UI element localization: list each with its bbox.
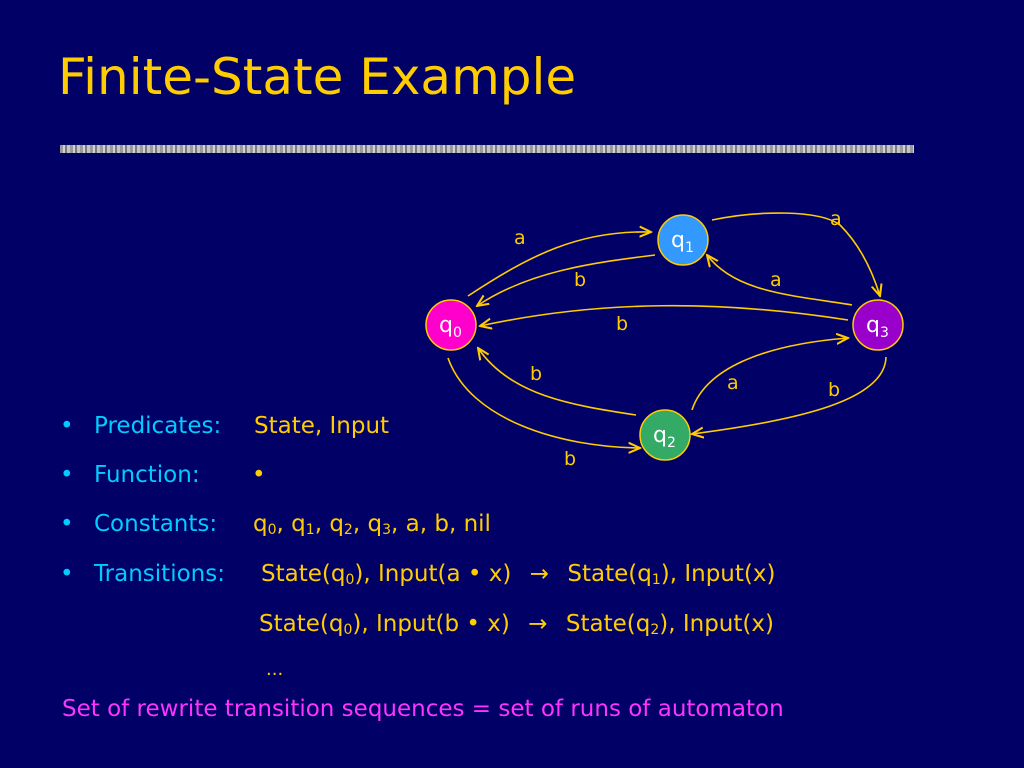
edge-q3-q1-a — [707, 255, 853, 306]
rewrite-arrow: → — [529, 561, 550, 587]
constant-q1: q1 — [291, 511, 315, 538]
constant-q0: q0 — [253, 511, 277, 538]
edge-q2-q3-a — [691, 338, 848, 411]
constants-rest: a, b, nil — [405, 511, 491, 537]
function-label: Function: — [94, 462, 200, 488]
footer-note: Set of rewrite transition sequences = se… — [62, 696, 784, 722]
edge-label-q3-q2: b — [828, 379, 840, 401]
edge-label-q2-q3: a — [727, 372, 739, 394]
state-q2-label: q2 — [653, 423, 676, 451]
edge-q1-q0-b — [477, 254, 656, 306]
slide-title: Finite-State Example — [58, 48, 577, 106]
bullet-dot: • — [60, 413, 74, 439]
edge-label-q0-q1: a — [514, 227, 526, 249]
constants-label: Constants: — [94, 511, 218, 537]
bullet-dot: • — [60, 561, 74, 587]
transitions-ellipsis: ... — [266, 659, 284, 680]
predicates-label: Predicates: — [94, 413, 222, 439]
bullet-dot: • — [60, 511, 74, 537]
edge-q2-q0-b — [478, 348, 637, 416]
state-q1-node — [657, 214, 709, 266]
edge-label-q1-q0: b — [574, 269, 586, 291]
constant-q3: q3 — [367, 511, 391, 538]
edge-q0-q2-b — [447, 357, 640, 448]
predicates-value: State, Input — [254, 413, 390, 439]
edge-q0-q1-a — [467, 232, 651, 297]
constants-value: q0, q1, q2, q3, a, b, nil — [253, 511, 491, 538]
edge-q3-q0-b — [480, 304, 849, 326]
rewrite-arrow: → — [528, 611, 548, 637]
edge-q3-q2-b — [692, 356, 887, 434]
edge-label-q3-q0: b — [616, 313, 628, 335]
edge-q1-q3-a — [711, 212, 880, 296]
constant-q2: q2 — [329, 511, 353, 538]
bullet-dot: • — [60, 462, 74, 488]
edge-label-q1-q3: a — [830, 208, 842, 230]
state-q2-node — [639, 409, 691, 461]
function-value: • — [252, 462, 266, 488]
title-divider — [60, 145, 914, 153]
state-q0-node — [425, 299, 477, 351]
state-q1-label: q1 — [671, 228, 694, 256]
state-q3-node — [852, 299, 904, 351]
state-q3-label: q3 — [866, 313, 889, 341]
edge-label-q0-q2: b — [564, 448, 576, 470]
transition-rule-1: State(q0), Input(a • x)→State(q1), Input… — [261, 561, 776, 588]
state-q0-label: q0 — [439, 313, 462, 341]
edge-label-q2-q0: b — [530, 363, 542, 385]
transitions-label: Transitions: — [94, 561, 225, 587]
transition-rule-2: State(q0), Input(b • x)→State(q2), Input… — [259, 611, 774, 638]
edge-label-q3-q1: a — [770, 269, 782, 291]
